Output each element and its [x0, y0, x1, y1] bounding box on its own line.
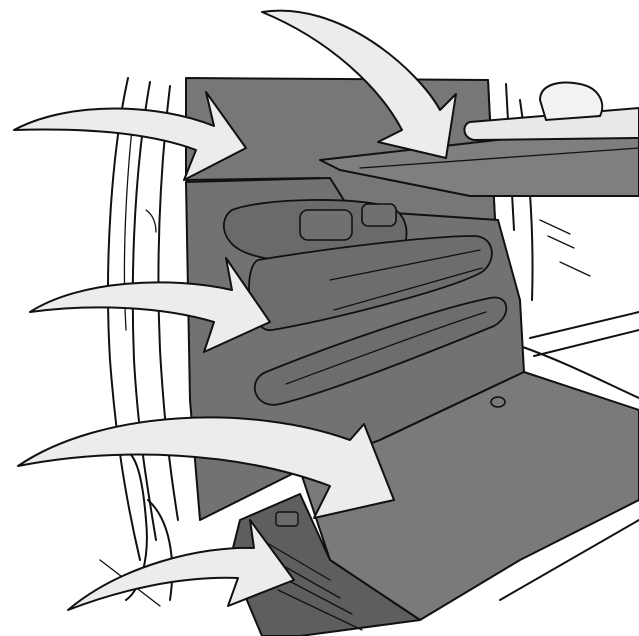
callout-arrow-3-icon	[30, 258, 270, 352]
left-pillar	[100, 78, 196, 606]
callout-arrow-1-icon	[14, 92, 246, 180]
